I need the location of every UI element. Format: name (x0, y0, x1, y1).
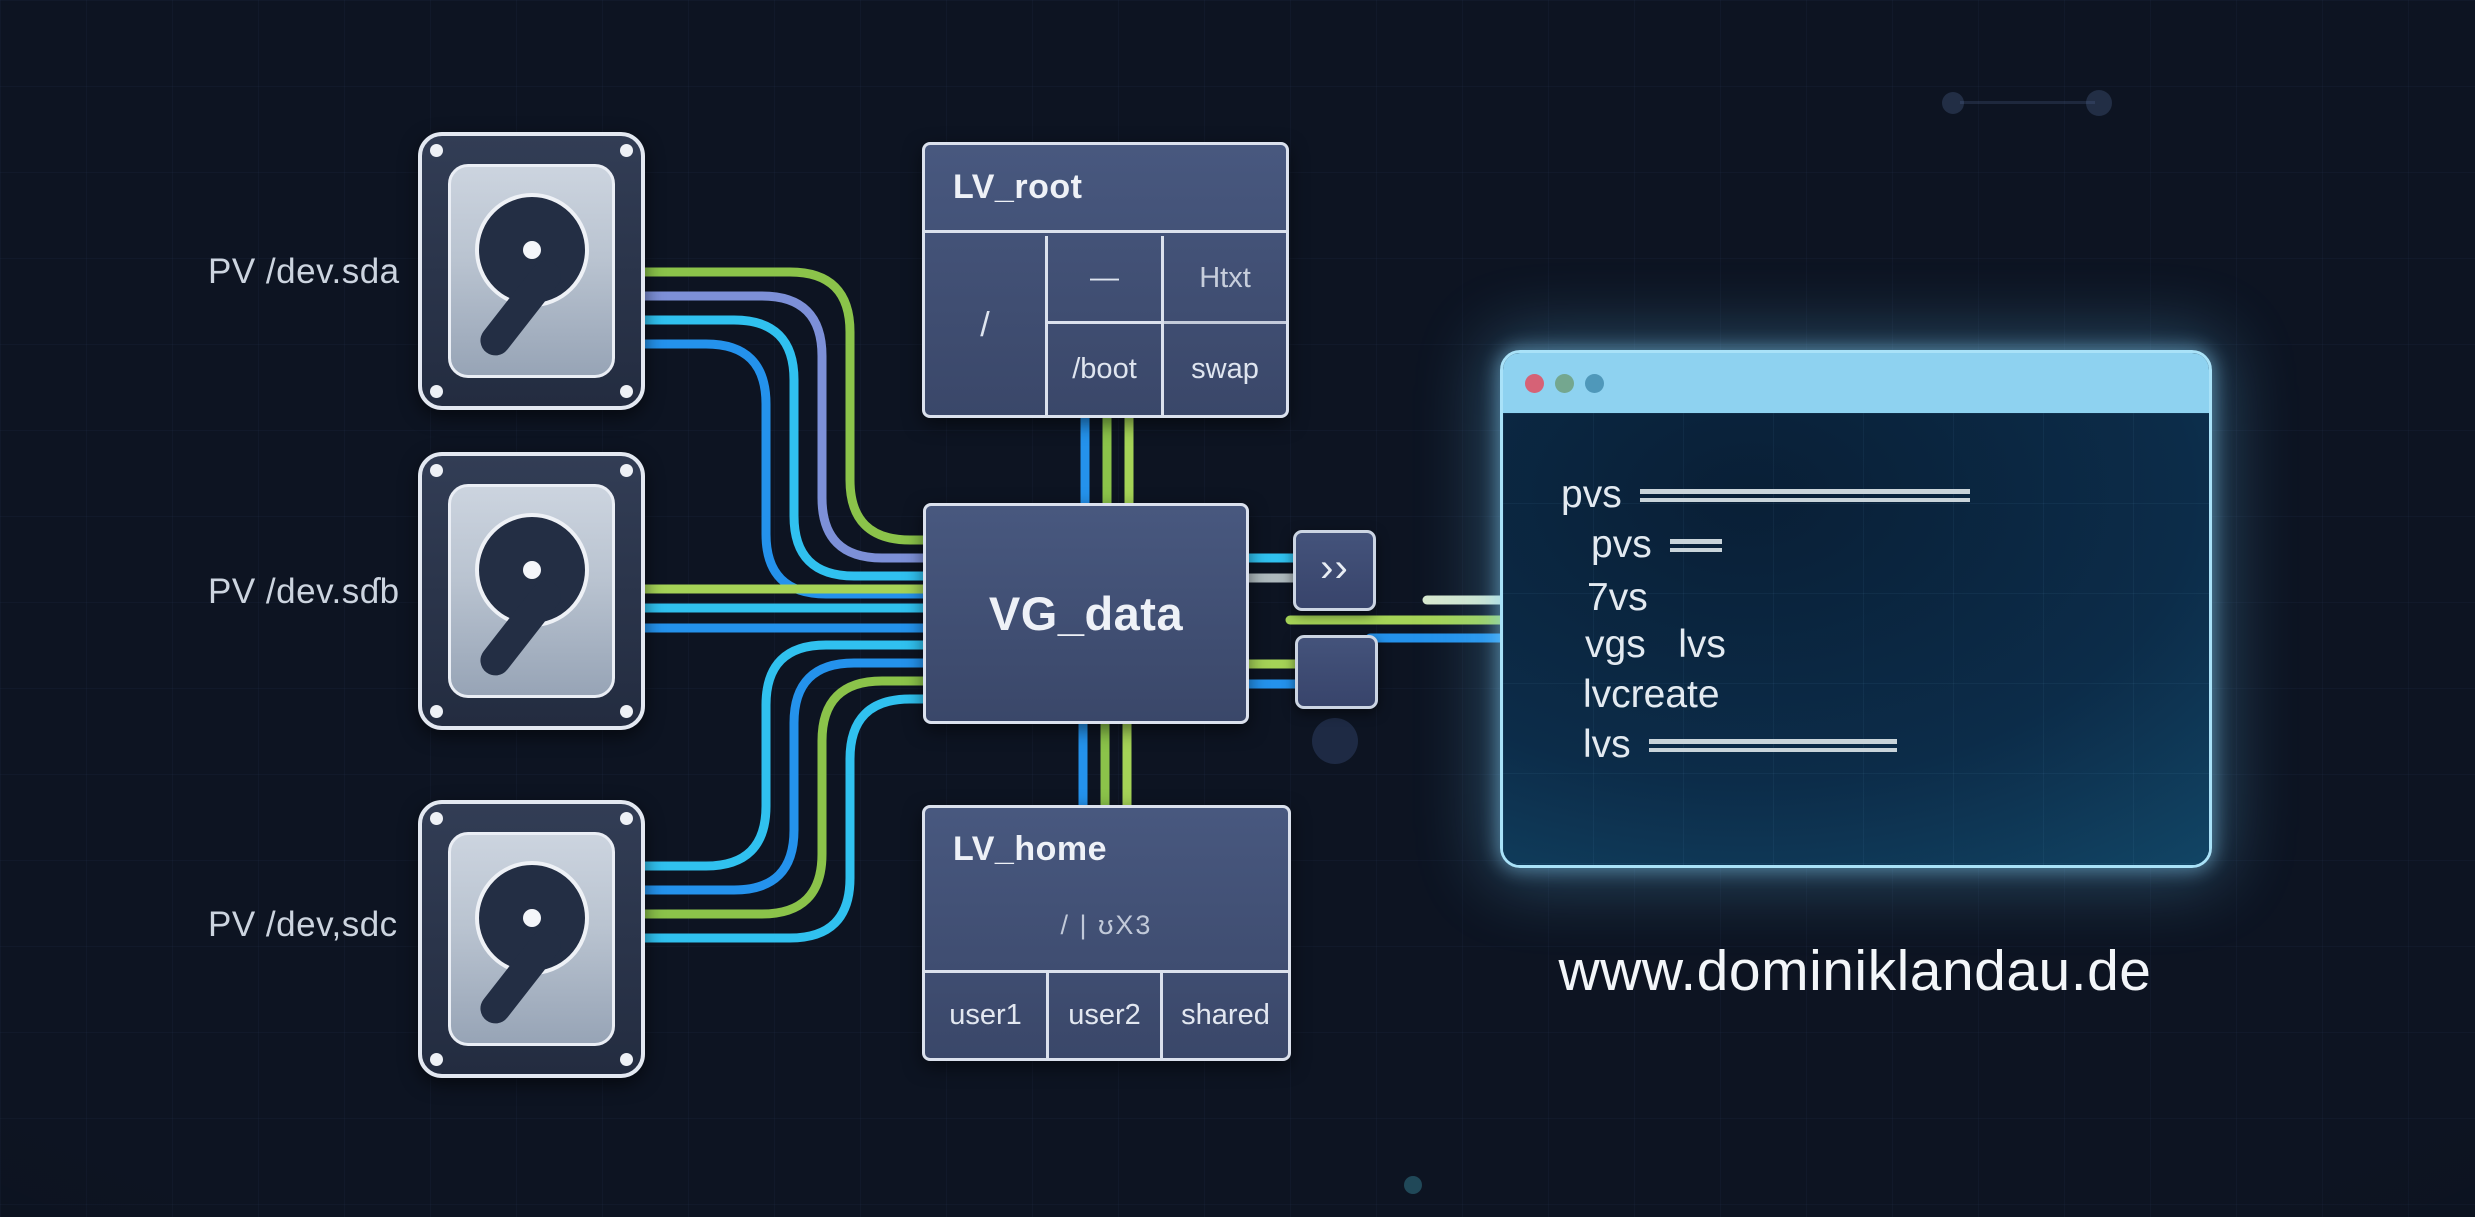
cable-bundle-vg-home (1078, 713, 1132, 810)
chevrons-icon: ›› (1320, 545, 1349, 590)
pv-label-sdb: PV /dev.sɗb (208, 572, 400, 611)
disk-icon-sdb (418, 452, 645, 730)
terminal-output-bar (1648, 738, 1897, 752)
terminal-command-text: lvcreate (1583, 673, 1720, 716)
vg-data-box: VG_data (923, 503, 1249, 724)
terminal-line: vgs lvs (1585, 619, 1726, 671)
terminal-command-text: vgs lvs (1585, 623, 1726, 666)
empty-connector-box (1295, 635, 1378, 709)
terminal-output-bar (1639, 488, 1970, 502)
terminal-titlebar (1503, 353, 2209, 413)
decorative-dot (1312, 718, 1358, 764)
window-dot-green (1555, 373, 1574, 393)
terminal-line: 7vs (1587, 572, 1648, 624)
cable-bundle-disk3 (640, 640, 928, 943)
vg-data-title: VG_data (988, 587, 1184, 640)
lv-root-title: LV_root (953, 168, 1083, 206)
cable-bundle-disk2 (640, 584, 928, 633)
cell-user1: user1 (949, 999, 1022, 1031)
window-dot-red (1525, 373, 1544, 393)
disk-panel (448, 164, 615, 378)
window-dot-blue (1585, 373, 1604, 393)
cell-user2: user2 (1046, 973, 1160, 1058)
terminal-command-text: pvs (1591, 523, 1652, 566)
lv-home-box: LV_home / | ʊX3 user1 user2 shared (922, 805, 1291, 1061)
lv-root-box: LV_root / — Htxt /boot swap (922, 142, 1289, 418)
cell-htxt: Htxt (1164, 236, 1286, 324)
terminal-line: lvcreate (1583, 669, 1720, 721)
lv-home-title: LV_home (953, 830, 1108, 868)
terminal-output-bar (1669, 538, 1722, 552)
cell-swap: swap (1191, 353, 1259, 385)
disk-panel (448, 832, 615, 1046)
circuit-node (2086, 90, 2112, 116)
circuit-node (1404, 1176, 1422, 1194)
lv-root-partition-grid: / — Htxt /boot swap (925, 236, 1286, 415)
circuit-trace (1960, 101, 2095, 104)
cell-shared: shared (1160, 973, 1288, 1058)
cell-boot: /boot (1048, 324, 1164, 415)
pv-label-sdc: PV /dev,sdc (208, 905, 398, 944)
terminal-line: pvs (1591, 519, 1722, 571)
lv-home-subtitle: / | ʊX3 (1060, 910, 1153, 940)
terminal-command-text: lvs (1583, 723, 1631, 766)
cable-bundle-root-vg (1080, 407, 1134, 508)
pv-label-sda: PV /dev.sda (208, 252, 400, 291)
cell-root-mount: / (925, 236, 1048, 415)
cable-bundle-vg-terminal (1238, 553, 1505, 689)
circuit-node (1942, 92, 1964, 114)
lv-home-user-row: user1 user2 shared (925, 970, 1288, 1058)
terminal-command-text: 7vs (1587, 576, 1648, 619)
disk-panel (448, 484, 615, 698)
terminal-prompt-box: ›› (1293, 530, 1376, 611)
disk-icon-sdc (418, 800, 645, 1078)
terminal-line: lvs (1583, 719, 1897, 771)
cell-dash: — (1048, 236, 1164, 324)
cable-bundle-disk1 (640, 267, 928, 599)
watermark-url: www.dominiklandau.de (1558, 939, 2152, 1003)
terminal-line: pvs (1561, 469, 1970, 521)
disk-icon-sda (418, 132, 645, 410)
terminal-command-text: pvs (1561, 473, 1622, 516)
